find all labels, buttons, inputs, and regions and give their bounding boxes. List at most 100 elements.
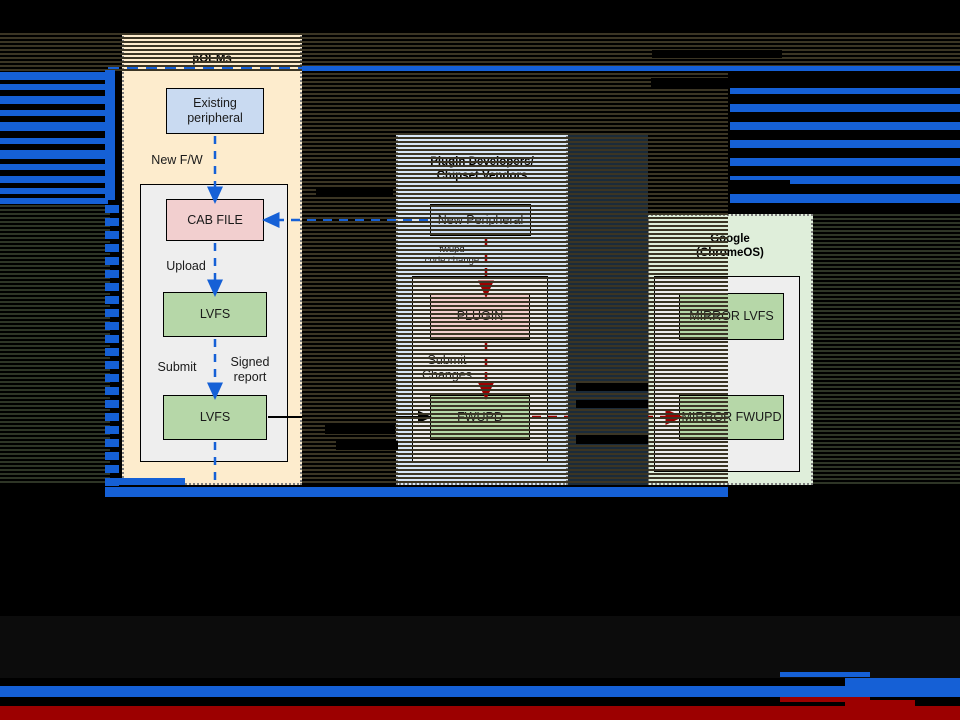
edge-label-signed-report-line2: report: [233, 370, 267, 384]
artifact-band: [0, 241, 110, 243]
artifact-band: [302, 125, 728, 127]
artifact-band: [302, 301, 728, 303]
artifact-band: [302, 157, 728, 159]
artifact-band: [568, 331, 648, 333]
artifact-band: [813, 438, 960, 440]
artifact-band: [568, 327, 648, 329]
artifact-band: [568, 479, 648, 481]
artifact-band: [302, 397, 728, 399]
artifact-band: [568, 247, 648, 249]
artifact-band: [302, 337, 728, 339]
artifact-band: [302, 225, 728, 227]
artifact-band: [568, 475, 648, 477]
artifact-band: [302, 81, 728, 83]
artifact-band: [302, 37, 728, 39]
artifact-band: [302, 137, 728, 139]
artifact-band: [0, 473, 110, 475]
artifact-band: [0, 53, 122, 55]
artifact-band: [302, 401, 728, 403]
artifact-band: [568, 143, 648, 145]
artifact-band: [813, 258, 960, 260]
artifact-band: [568, 147, 648, 149]
artifact-band: [568, 427, 648, 429]
artifact-band: [302, 413, 728, 415]
artifact-band: [105, 270, 119, 278]
artifact-band: [568, 195, 648, 197]
artifact-band: [302, 321, 728, 323]
artifact-band: [0, 369, 110, 371]
artifact-band: [0, 333, 110, 335]
artifact-band: [302, 473, 728, 475]
artifact-band: [730, 104, 960, 112]
artifact-band: [813, 394, 960, 396]
artifact-band: [568, 155, 648, 157]
artifact-band: [302, 349, 728, 351]
artifact-band: [302, 209, 728, 211]
artifact-band: [302, 433, 728, 435]
artifact-band: [0, 285, 110, 287]
artifact-band: [0, 397, 110, 399]
artifact-band: [0, 150, 108, 159]
artifact-band: [0, 445, 110, 447]
artifact-band: [813, 454, 960, 456]
artifact-band: [302, 181, 728, 183]
artifact-band: [568, 371, 648, 373]
artifact-band: [568, 227, 648, 229]
artifact-band: [0, 433, 110, 435]
artifact-band: [568, 355, 648, 357]
artifact-band: [568, 135, 648, 137]
artifact-band: [302, 325, 728, 327]
artifact-band: [0, 437, 110, 439]
artifact-band: [576, 383, 648, 391]
artifact-band: [568, 263, 648, 265]
artifact-band: [0, 273, 110, 275]
artifact-band: [0, 385, 110, 387]
artifact-band: [568, 375, 648, 377]
artifact-band: [568, 343, 648, 345]
artifact-band: [0, 465, 110, 467]
artifact-band: [302, 425, 728, 427]
artifact-band: [302, 365, 728, 367]
artifact-band: [568, 319, 648, 321]
artifact-band: [302, 293, 728, 295]
artifact-band: [813, 402, 960, 404]
artifact-band: [568, 243, 648, 245]
artifact-band: [302, 241, 728, 243]
edge-label-fwupd-code-change-line2: code change: [425, 255, 479, 266]
artifact-band: [568, 363, 648, 365]
artifact-band: [813, 446, 960, 448]
artifact-band: [302, 189, 728, 191]
artifact-band: [813, 426, 960, 428]
artifact-band: [813, 218, 960, 220]
artifact-band: [813, 418, 960, 420]
artifact-band: [568, 259, 648, 261]
artifact-band: [813, 378, 960, 380]
artifact-band: [813, 222, 960, 224]
artifact-band: [813, 410, 960, 412]
artifact-band: [0, 164, 108, 170]
artifact-band: [0, 261, 110, 263]
artifact-band: [0, 45, 122, 47]
artifact-band: [105, 322, 119, 330]
artifact-band: [0, 357, 110, 359]
artifact-band: [302, 313, 728, 315]
artifact-band: [0, 321, 110, 323]
artifact-band: [302, 93, 728, 95]
artifact-band: [568, 235, 648, 237]
artifact-band: [568, 323, 648, 325]
artifact-band: [0, 265, 110, 267]
artifact-band: [568, 315, 648, 317]
artifact-band: [568, 423, 648, 425]
artifact-band: [302, 437, 728, 439]
artifact-band: [813, 254, 960, 256]
artifact-band: [302, 49, 728, 51]
artifact-band: [0, 72, 108, 80]
artifact-band: [730, 86, 960, 94]
artifact-band: [302, 33, 728, 35]
artifact-band: [0, 237, 110, 239]
artifact-band: [0, 421, 110, 423]
artifact-band: [302, 285, 728, 287]
artifact-band: [813, 302, 960, 304]
artifact-band: [302, 117, 728, 119]
artifact-band: [302, 333, 728, 335]
